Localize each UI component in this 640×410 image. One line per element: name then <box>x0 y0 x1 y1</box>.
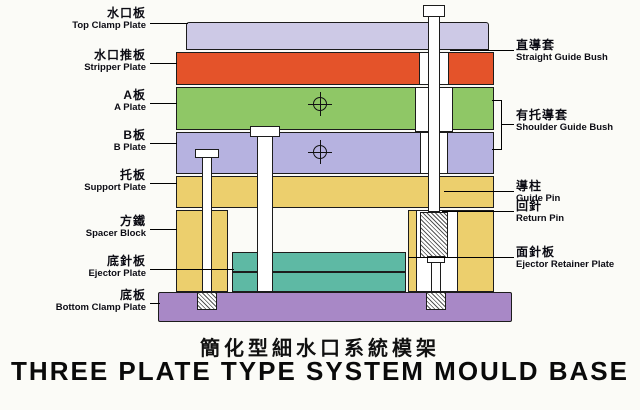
label-en: Return Pin <box>516 213 565 224</box>
plate-ejector <box>232 272 406 292</box>
label-zh: 水口推板 <box>93 48 146 62</box>
crosshair-icon <box>308 92 332 116</box>
leader-line <box>442 211 514 212</box>
label-en: Top Clamp Plate <box>72 20 146 31</box>
label-zh: B板 <box>123 128 146 142</box>
diagram-title-en: THREE PLATE TYPE SYSTEM MOULD BASE <box>11 356 629 386</box>
leader-line <box>150 143 177 144</box>
label-return-pin: 回針 Return Pin <box>516 199 638 224</box>
guide-pin-end-hatched <box>420 212 448 258</box>
label-zh: 直導套 <box>516 38 556 52</box>
leader-line <box>150 23 188 24</box>
plate-bottom-clamp <box>158 292 512 322</box>
return-pin-right <box>431 262 441 292</box>
label-zh: 底板 <box>119 288 146 302</box>
label-ejector-retainer-plate: 面針板 Ejector Retainer Plate <box>516 245 638 270</box>
leader-line <box>502 124 514 125</box>
label-en: Stripper Plate <box>84 62 146 73</box>
label-zh: 方鐵 <box>119 214 146 228</box>
plate-support <box>176 176 494 208</box>
crosshair-icon <box>308 140 332 164</box>
label-spacer-block: 方鐵 Spacer Block <box>0 214 148 239</box>
return-pin-left <box>202 157 212 292</box>
label-top-clamp-plate: 水口板 Top Clamp Plate <box>0 6 148 31</box>
label-zh: 有托導套 <box>516 108 569 122</box>
diagram-title-zh: 簡化型細水口系統模架 <box>200 338 440 360</box>
label-en: A Plate <box>114 102 146 113</box>
guide-pin-cap <box>423 5 445 17</box>
crosshair-vline <box>319 92 321 116</box>
leader-line <box>444 191 514 192</box>
leader-line <box>150 269 234 270</box>
return-pin-right-foot <box>426 292 446 310</box>
leader-line <box>150 183 177 184</box>
label-stripper-plate: 水口推板 Stripper Plate <box>0 48 148 73</box>
plate-top-clamp <box>186 22 489 50</box>
return-pin-right-head <box>427 256 445 263</box>
label-en: Support Plate <box>84 182 146 193</box>
label-straight-guide-bush: 直導套 Straight Guide Bush <box>516 38 638 63</box>
label-zh: 回針 <box>516 199 543 213</box>
label-zh: 底針板 <box>106 254 146 268</box>
leader-line <box>150 63 177 64</box>
label-ejector-plate: 底針板 Ejector Plate <box>0 254 148 279</box>
label-zh: 水口板 <box>106 6 146 20</box>
return-pin-left-foot <box>197 292 217 310</box>
leader-line <box>450 50 514 51</box>
return-pin-left-head <box>195 149 219 158</box>
label-zh: 托板 <box>119 168 146 182</box>
label-guide-pin: 導柱 Guide Pin <box>516 179 638 204</box>
plate-ejector-retainer <box>232 252 406 272</box>
label-b-plate: B板 B Plate <box>0 128 148 153</box>
label-zh: 導柱 <box>516 179 543 193</box>
support-pillar <box>257 136 273 292</box>
label-en: B Plate <box>113 142 146 153</box>
label-en: Spacer Block <box>85 228 146 239</box>
label-en: Guide Pin <box>516 193 561 204</box>
label-a-plate: A板 A Plate <box>0 88 148 113</box>
label-bottom-clamp-plate: 底板 Bottom Clamp Plate <box>0 288 148 313</box>
support-pillar-head <box>250 126 280 137</box>
label-en: Shoulder Guide Bush <box>516 122 614 133</box>
label-zh: A板 <box>123 88 146 102</box>
leader-line <box>150 103 177 104</box>
leader-line <box>408 257 514 258</box>
label-support-plate: 托板 Support Plate <box>0 168 148 193</box>
label-en: Bottom Clamp Plate <box>55 302 146 313</box>
label-en: Ejector Retainer Plate <box>516 259 615 270</box>
label-en: Straight Guide Bush <box>516 52 608 63</box>
crosshair-vline <box>319 140 321 164</box>
guide-pin <box>428 16 440 212</box>
leader-line <box>150 229 177 230</box>
shoulder-bush-bracket <box>492 100 502 150</box>
label-shoulder-guide-bush: 有托導套 Shoulder Guide Bush <box>516 108 638 133</box>
leader-line <box>150 303 160 304</box>
label-zh: 面針板 <box>516 245 556 259</box>
label-en: Ejector Plate <box>88 268 146 279</box>
